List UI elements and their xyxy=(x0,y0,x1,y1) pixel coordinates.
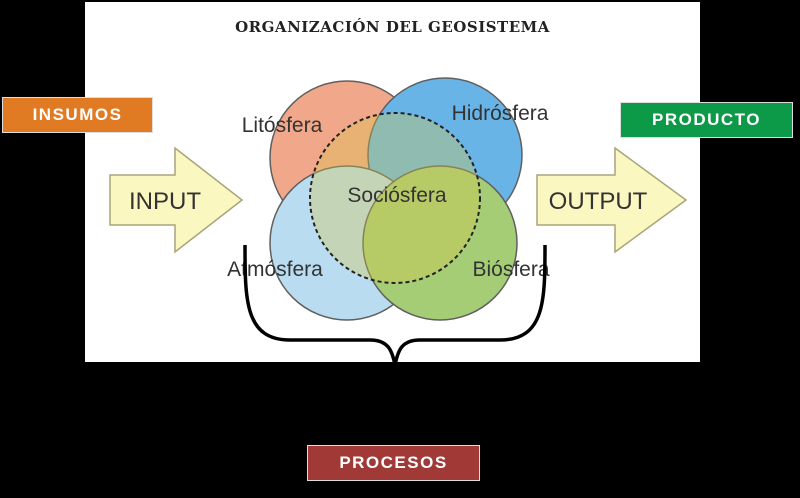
diagram-title: ORGANIZACIÓN DEL GEOSISTEMA xyxy=(235,18,550,36)
input-arrow: INPUT xyxy=(109,146,244,254)
litosfera-label: Litósfera xyxy=(242,114,323,137)
sociosfera-circle xyxy=(309,112,481,284)
biosfera-circle xyxy=(362,165,518,321)
procesos-label: PROCESOS xyxy=(307,445,480,481)
process-brace xyxy=(243,244,547,366)
output-label: OUTPUT xyxy=(549,188,648,215)
sociosfera-label: Sociósfera xyxy=(347,184,447,207)
insumos-label: INSUMOS xyxy=(2,97,153,133)
biosfera-label: Biósfera xyxy=(472,258,549,281)
output-arrow: OUTPUT xyxy=(536,146,688,254)
producto-label: PRODUCTO xyxy=(620,102,793,138)
input-label: INPUT xyxy=(129,188,201,215)
atmosfera-label: Atmósfera xyxy=(227,258,323,281)
hidrosfera-label: Hidrósfera xyxy=(452,102,549,125)
